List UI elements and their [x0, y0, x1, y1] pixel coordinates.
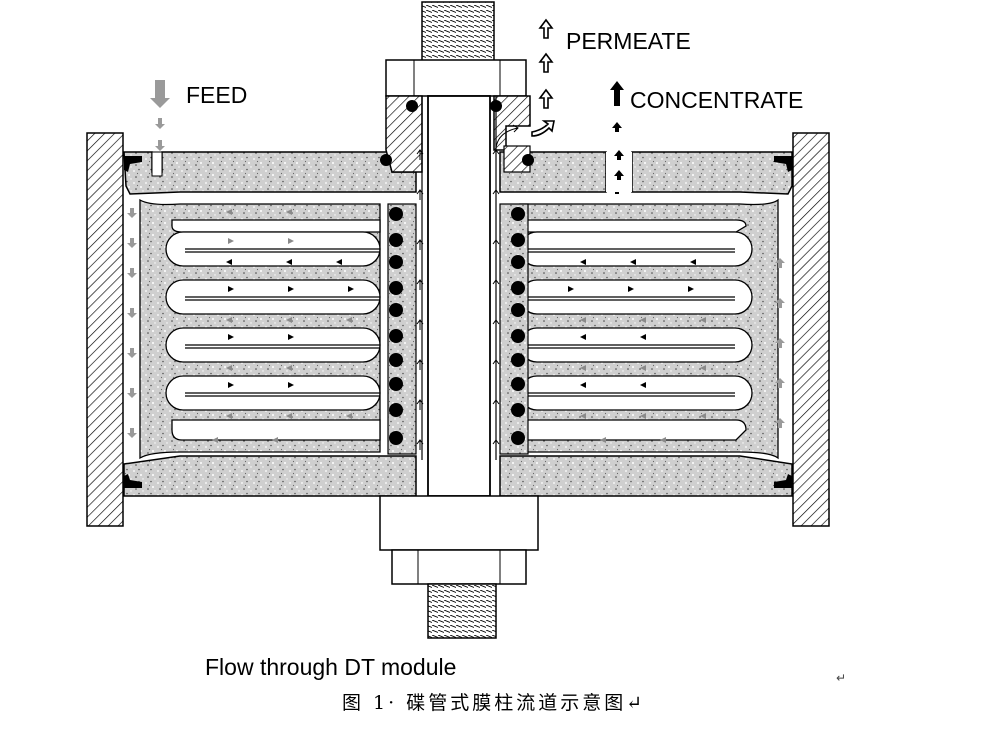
threaded-rod-bottom	[427, 583, 497, 639]
permeate-collar-left	[385, 95, 423, 173]
figure-caption-english: Flow through DT module	[205, 654, 457, 680]
membrane-stack-left	[139, 198, 381, 460]
o-ring-icon	[380, 100, 534, 445]
feed-port	[151, 151, 163, 177]
central-tie-rod	[427, 95, 491, 497]
bottom-flange	[123, 455, 417, 497]
concentrate-label: CONCENTRATE	[630, 87, 804, 113]
right-housing-wall	[792, 132, 830, 527]
feed-arrow-icon	[150, 80, 170, 151]
top-flange-left	[123, 151, 417, 195]
permeate-label: PERMEATE	[566, 28, 691, 54]
membrane-stack-right	[519, 198, 779, 460]
permeate-collar-right	[493, 95, 531, 151]
paragraph-mark: ↵	[836, 671, 847, 685]
feed-label: FEED	[186, 82, 248, 108]
bottom-nut	[391, 549, 527, 585]
top-flange-right	[499, 151, 793, 195]
top-nut	[385, 59, 527, 97]
bottom-end-block	[379, 495, 539, 551]
figure-caption-chinese: 图 1· 碟管式膜柱流道示意图↵	[342, 692, 646, 714]
left-housing-wall	[86, 132, 124, 527]
permeate-arrow-icon	[531, 18, 555, 137]
threaded-rod-top	[421, 1, 495, 63]
flow-arrow-icon	[212, 209, 706, 443]
